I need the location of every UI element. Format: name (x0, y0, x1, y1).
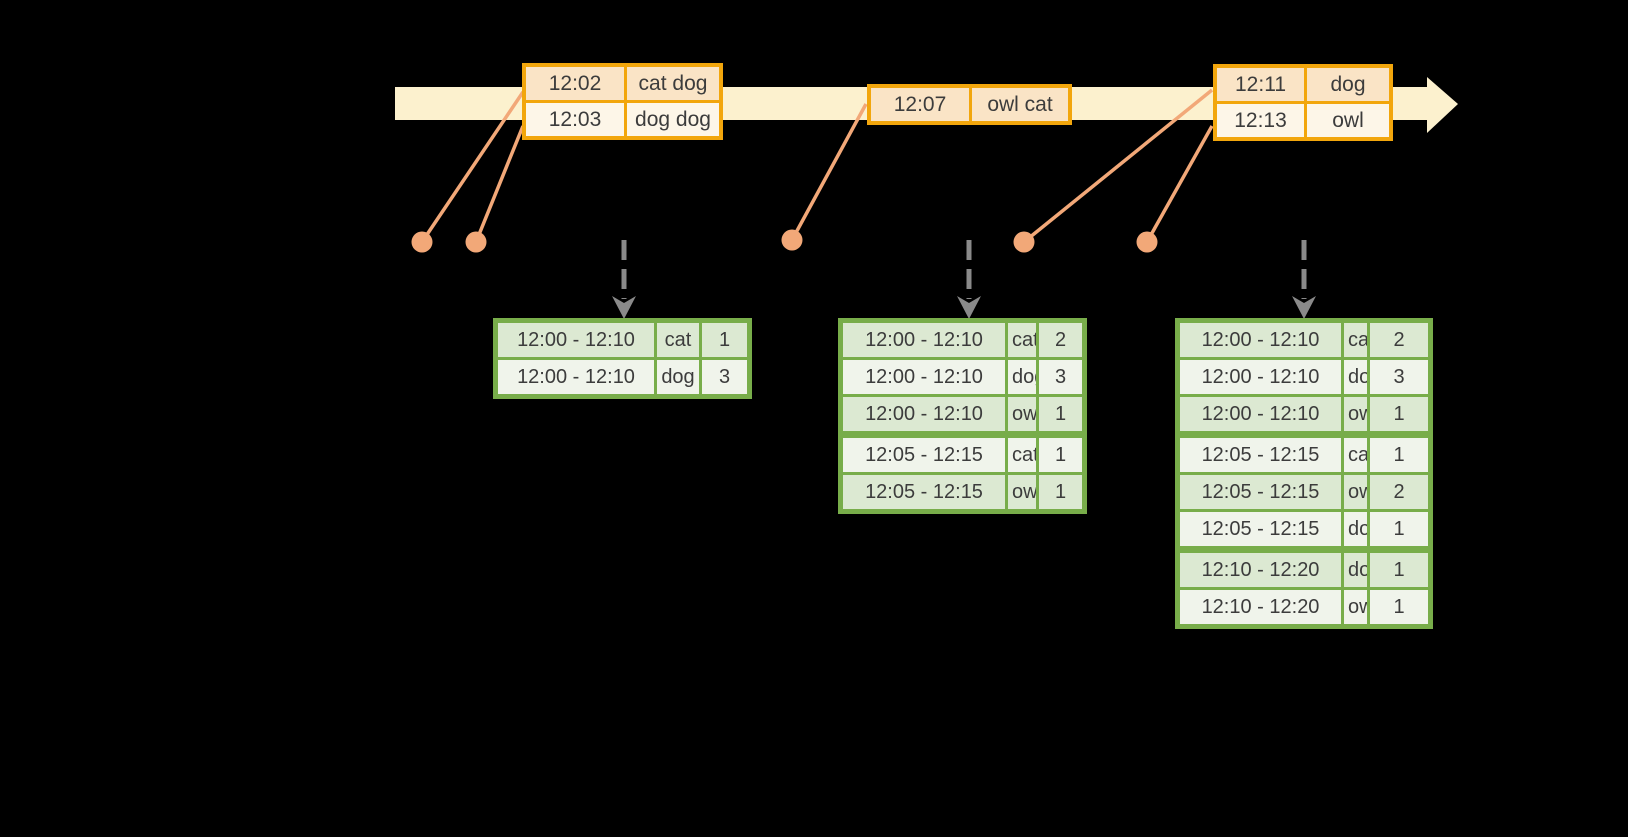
count-cell: 1 (1036, 431, 1086, 475)
table-row: 12:05 - 12:15dog1 (1176, 509, 1432, 551)
count-cell: 3 (1367, 357, 1432, 397)
word-cell: cat (1341, 431, 1370, 475)
word-cell: dog (1341, 546, 1370, 590)
trigger-arrow-icon (612, 240, 636, 319)
window-cell: 12:05 - 12:15 (1176, 509, 1344, 551)
connector-line (1145, 125, 1214, 243)
count-cell: 1 (1367, 587, 1432, 628)
count-cell: 3 (1036, 357, 1086, 397)
event-time-cell: 12:02 (522, 63, 627, 103)
trigger-arrow-icon (957, 240, 981, 319)
window-cell: 12:00 - 12:10 (839, 394, 1008, 436)
word-cell: cat (654, 319, 702, 360)
word-cell: owl (1341, 472, 1370, 512)
event-dot (465, 231, 487, 253)
event-dot (1013, 231, 1035, 253)
window-cell: 12:10 - 12:20 (1176, 587, 1344, 628)
count-cell: 3 (699, 357, 751, 398)
count-cell: 2 (1367, 319, 1432, 360)
word-cell: dog (654, 357, 702, 398)
event-dot (411, 231, 433, 253)
event-dot (781, 229, 803, 251)
table-row: 12:10 - 12:20dog1 (1176, 546, 1432, 590)
event-words-cell: dog (1304, 64, 1393, 104)
count-cell: 1 (1367, 431, 1432, 475)
event-time-cell: 12:03 (522, 100, 627, 140)
window-cell: 12:00 - 12:10 (1176, 357, 1344, 397)
event-time-cell: 12:13 (1213, 101, 1307, 141)
table-row: 12:00 - 12:10owl1 (1176, 394, 1432, 436)
window-cell: 12:05 - 12:15 (839, 431, 1008, 475)
window-cell: 12:00 - 12:10 (839, 357, 1008, 397)
word-cell: owl (1341, 587, 1370, 628)
word-cell: dog (1341, 509, 1370, 551)
word-cell: owl (1341, 394, 1370, 436)
word-cell: cat (1005, 319, 1039, 360)
event-words-cell: owl (1304, 101, 1393, 141)
word-cell: dog (1005, 357, 1039, 397)
word-cell: cat (1005, 431, 1039, 475)
window-cell: 12:05 - 12:15 (839, 472, 1008, 513)
count-cell: 1 (1036, 394, 1086, 436)
count-cell: 2 (1036, 319, 1086, 360)
event-words-cell: owl cat (969, 84, 1072, 125)
window-cell: 12:05 - 12:15 (1176, 472, 1344, 512)
event-time-cell: 12:11 (1213, 64, 1307, 104)
word-cell: cat (1341, 319, 1370, 360)
table-row: 12:10 - 12:20owl1 (1176, 587, 1432, 628)
connector-line (474, 125, 525, 243)
table-row: 12:05 - 12:15owl1 (839, 472, 1086, 513)
event-time-cell: 12:07 (867, 84, 972, 125)
word-cell: dog (1341, 357, 1370, 397)
window-cell: 12:10 - 12:20 (1176, 546, 1344, 590)
timeline-arrowhead-icon (1427, 77, 1458, 133)
event-dot (1136, 231, 1158, 253)
connector-line (420, 91, 525, 243)
connector-line (1022, 88, 1214, 244)
window-cell: 12:00 - 12:10 (839, 319, 1008, 360)
window-cell: 12:05 - 12:15 (1176, 431, 1344, 475)
trigger-arrow-icon (1292, 240, 1316, 319)
window-cell: 12:00 - 12:10 (494, 319, 657, 360)
window-cell: 12:00 - 12:10 (1176, 394, 1344, 436)
count-cell: 1 (1367, 394, 1432, 436)
count-cell: 2 (1367, 472, 1432, 512)
table-row: 12:00 - 12:10owl1 (839, 394, 1086, 436)
word-cell: owl (1005, 472, 1039, 513)
event-words-cell: dog dog (624, 100, 723, 140)
count-cell: 1 (1367, 546, 1432, 590)
count-cell: 1 (699, 319, 751, 360)
window-cell: 12:00 - 12:10 (494, 357, 657, 398)
count-cell: 1 (1367, 509, 1432, 551)
count-cell: 1 (1036, 472, 1086, 513)
table-row: 12:05 - 12:15owl2 (1176, 472, 1432, 512)
connector-line (790, 103, 868, 241)
word-cell: owl (1005, 394, 1039, 436)
window-cell: 12:00 - 12:10 (1176, 319, 1344, 360)
event-words-cell: cat dog (624, 63, 723, 103)
